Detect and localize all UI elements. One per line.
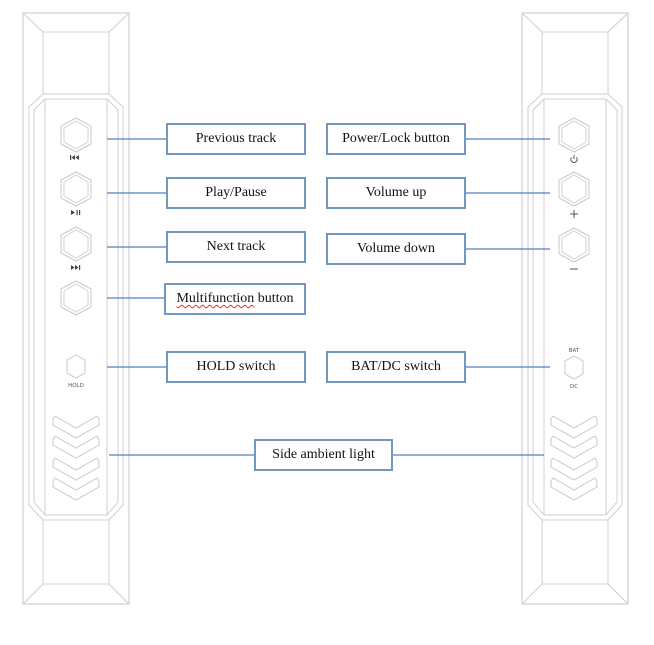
callout-label: Side ambient light: [272, 447, 375, 462]
callout-label: Play/Pause: [205, 185, 267, 200]
left-device-outline: [22, 12, 130, 605]
callout-label: Multifunction button: [176, 291, 293, 307]
callout-power-lock-button: Power/Lock button: [326, 123, 466, 155]
callout-label: Power/Lock button: [342, 131, 450, 146]
right-device-outline: [521, 12, 629, 605]
callout-label: HOLD switch: [196, 359, 276, 374]
bat-label: BAT: [569, 348, 580, 354]
callout-label: BAT/DC switch: [351, 359, 441, 374]
power-icon: [570, 155, 578, 163]
callout-hold-switch: HOLD switch: [166, 351, 306, 383]
previous-track-button[interactable]: [60, 117, 92, 153]
spellcheck-word: Multifunction: [176, 291, 255, 306]
plus-icon: [570, 210, 578, 218]
right-ambient-light: [550, 415, 598, 501]
next-track-button[interactable]: [60, 226, 92, 262]
leader-lines: [107, 138, 550, 456]
volume-up-button[interactable]: [558, 171, 590, 207]
play-pause-button[interactable]: [60, 171, 92, 207]
left-ambient-light: [52, 415, 100, 501]
callout-label: Next track: [206, 239, 266, 254]
callout-play-pause: Play/Pause: [166, 177, 306, 209]
bat-dc-switch[interactable]: [564, 355, 584, 380]
skip-forward-icon: [71, 265, 81, 270]
multifunction-button[interactable]: [60, 280, 92, 316]
callout-label: Volume up: [365, 185, 427, 200]
callout-label-rest: button: [254, 291, 294, 306]
callout-label: Volume down: [357, 241, 435, 256]
callout-bat-dc-switch: BAT/DC switch: [326, 351, 466, 383]
callout-volume-down: Volume down: [326, 233, 466, 265]
callout-next-track: Next track: [166, 231, 306, 263]
dc-label: DC: [570, 384, 578, 390]
callout-volume-up: Volume up: [326, 177, 466, 209]
skip-back-icon: [70, 155, 79, 160]
callout-side-ambient-light: Side ambient light: [254, 439, 393, 471]
callout-multifunction-button: Multifunction button: [164, 283, 306, 315]
play-pause-icon: [71, 210, 81, 215]
hold-switch[interactable]: [66, 354, 86, 379]
hold-switch-label: HOLD: [68, 383, 84, 389]
callout-label: Previous track: [195, 131, 277, 146]
volume-down-button[interactable]: [558, 227, 590, 263]
power-lock-button[interactable]: [558, 117, 590, 153]
callout-previous-track: Previous track: [166, 123, 306, 155]
